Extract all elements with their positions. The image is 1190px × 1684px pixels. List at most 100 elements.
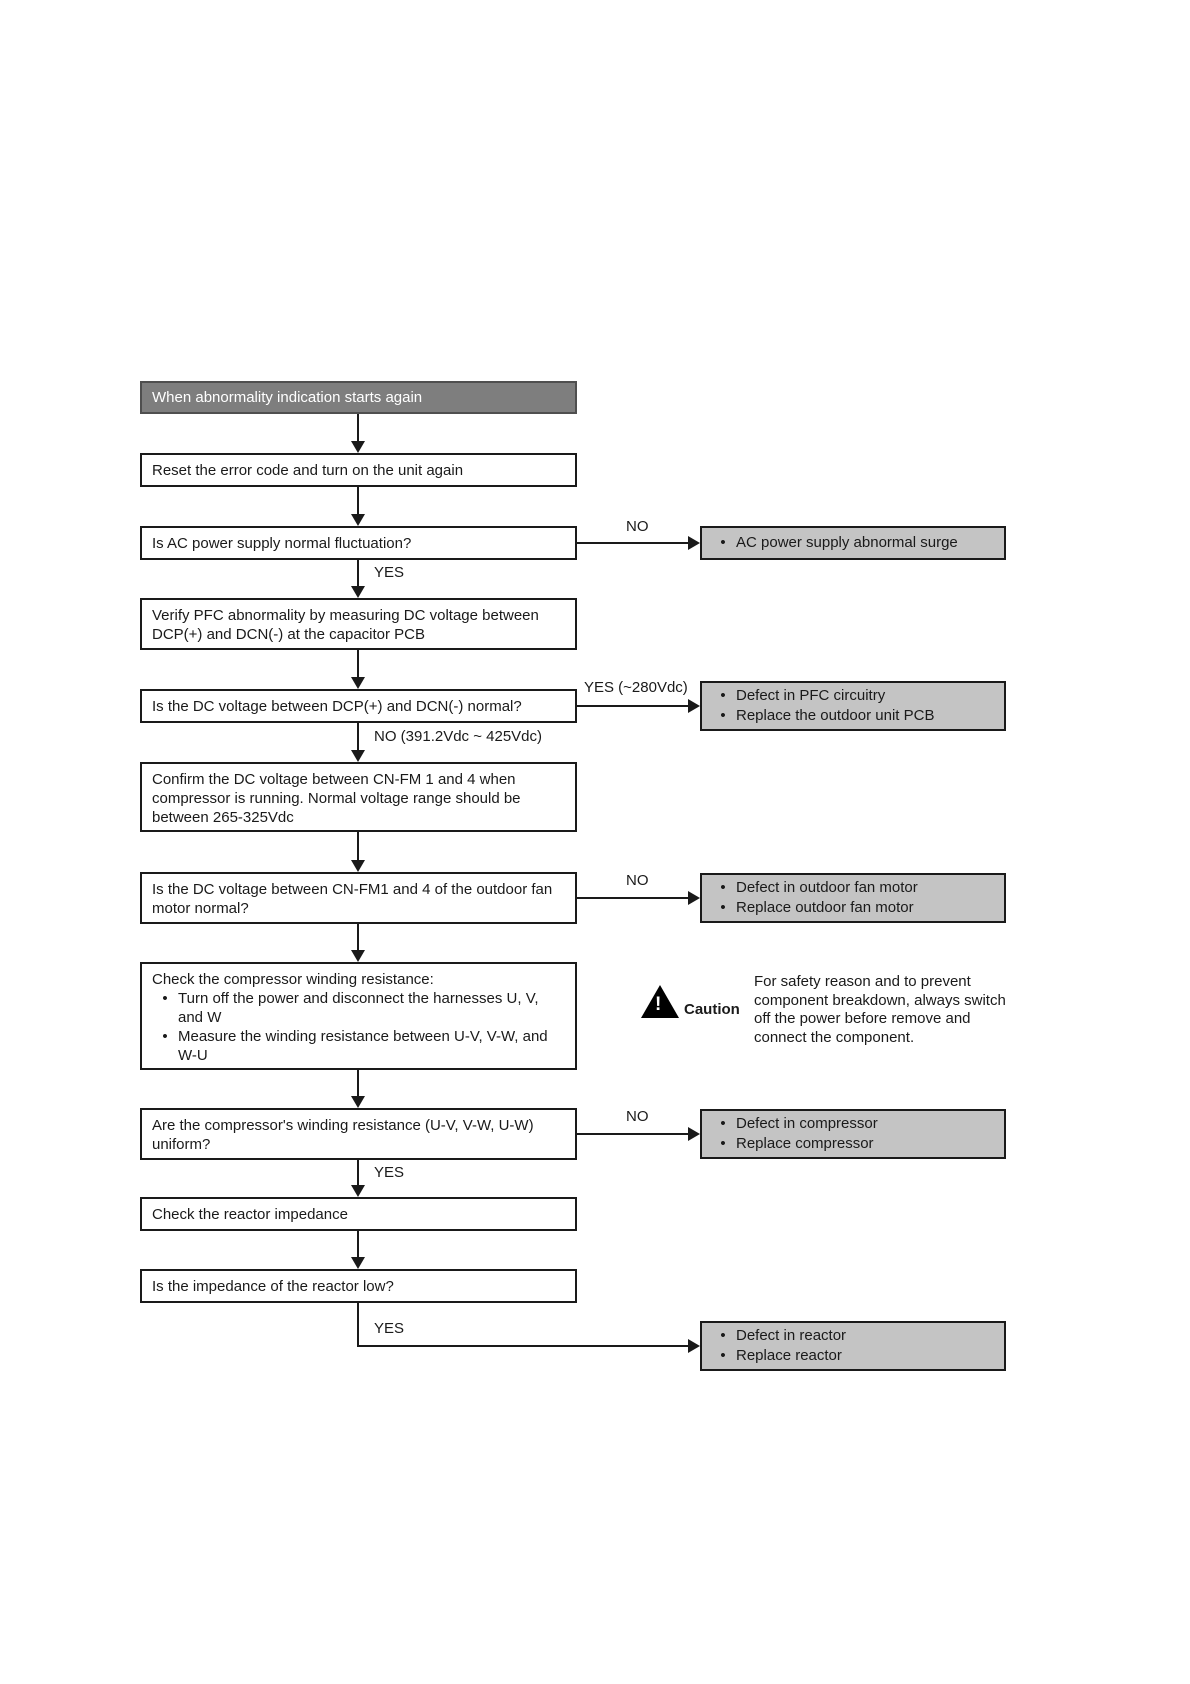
flow-line [357,487,359,514]
arrow-down-icon [351,950,365,962]
branch-label-yes: YES [374,1320,405,1337]
result-box-pfc-defect: Defect in PFC circuitry Replace the outd… [700,681,1006,731]
branch-label-yes: YES [374,564,405,581]
process-box-confirm-cnfm-label: Confirm the DC voltage between CN-FM 1 a… [152,771,521,826]
process-box-reset-label: Reset the error code and turn on the uni… [152,461,464,479]
caution-icon [641,985,681,1021]
arrow-down-icon [351,677,365,689]
result-item-label: Defect in PFC circuitry [736,687,886,704]
result-item-label: Replace reactor [736,1347,842,1364]
branch-label-no: NO [626,1108,649,1125]
flow-line [357,650,359,677]
decision-box-reactor-impedance: Is the impedance of the reactor low? [140,1269,577,1303]
bullet-icon [710,686,736,706]
winding-bullet-label: Measure the winding resistance between U… [178,1028,548,1064]
process-box-verify-pfc: Verify PFC abnormality by measuring DC v… [140,598,577,650]
flow-line [357,560,359,586]
bullet-icon [710,1114,736,1134]
branch-line [357,1345,688,1347]
bullet-icon [710,898,736,918]
result-item: Defect in PFC circuitry [710,686,996,706]
result-item: Replace compressor [710,1134,996,1154]
winding-bullet: Turn off the power and disconnect the ha… [152,989,565,1027]
flow-line [357,723,359,750]
decision-box-reactor-impedance-label: Is the impedance of the reactor low? [152,1277,394,1295]
decision-box-dcp-dcn-label: Is the DC voltage between DCP(+) and DCN… [152,697,522,715]
result-box-compressor-defect: Defect in compressor Replace compressor [700,1109,1006,1159]
branch-label-yes-280vdc: YES (~280Vdc) [584,679,688,696]
decision-box-ac-power-label: Is AC power supply normal fluctuation? [152,534,412,552]
flow-line [357,1160,359,1185]
decision-box-ac-power: Is AC power supply normal fluctuation? [140,526,577,560]
result-item: Defect in compressor [710,1114,996,1134]
bullet-icon [710,1346,736,1366]
process-box-winding-resistance: Check the compressor winding resistance:… [140,962,577,1070]
arrow-right-icon [688,699,700,713]
decision-box-fan-motor-label: Is the DC voltage between CN-FM1 and 4 o… [152,881,553,917]
arrow-down-icon [351,860,365,872]
result-item: AC power supply abnormal surge [710,533,996,553]
branch-label-yes: YES [374,1164,405,1181]
branch-line [577,897,688,899]
process-box-verify-pfc-label: Verify PFC abnormality by measuring DC v… [152,607,539,643]
result-box-reactor-defect: Defect in reactor Replace reactor [700,1321,1006,1371]
decision-box-fan-motor: Is the DC voltage between CN-FM1 and 4 o… [140,872,577,924]
result-item: Replace the outdoor unit PCB [710,706,996,726]
arrow-right-icon [688,891,700,905]
arrow-down-icon [351,441,365,453]
branch-label-no-391vdc: NO (391.2Vdc ~ 425Vdc) [374,728,543,745]
result-item-label: Replace outdoor fan motor [736,899,914,916]
arrow-down-icon [351,1185,365,1197]
flow-line [357,924,359,950]
result-item-label: Defect in compressor [736,1115,878,1132]
process-box-confirm-cnfm: Confirm the DC voltage between CN-FM 1 a… [140,762,577,832]
process-box-reset: Reset the error code and turn on the uni… [140,453,577,487]
arrow-down-icon [351,750,365,762]
bullet-icon [152,1027,178,1065]
arrow-down-icon [351,586,365,598]
winding-bullet: Measure the winding resistance between U… [152,1027,565,1065]
caution-label: Caution [684,1001,740,1018]
start-box-label: When abnormality indication starts again [152,389,423,406]
branch-line [577,705,688,707]
arrow-down-icon [351,1257,365,1269]
arrow-down-icon [351,514,365,526]
arrow-right-icon [688,1339,700,1353]
result-box-ac-surge: AC power supply abnormal surge [700,526,1006,560]
flow-line [357,1231,359,1257]
process-box-check-reactor: Check the reactor impedance [140,1197,577,1231]
branch-label-no: NO [626,872,649,889]
result-item-label: Replace compressor [736,1135,874,1152]
result-item-label: AC power supply abnormal surge [736,534,958,551]
result-item: Replace outdoor fan motor [710,898,996,918]
decision-box-winding-uniform-label: Are the compressor's winding resistance … [152,1117,534,1153]
caution-exclamation-icon [655,994,661,1016]
result-box-fan-defect: Defect in outdoor fan motor Replace outd… [700,873,1006,923]
decision-box-dcp-dcn: Is the DC voltage between DCP(+) and DCN… [140,689,577,723]
result-item: Defect in reactor [710,1326,996,1346]
flow-line [357,1303,359,1347]
result-item-label: Replace the outdoor unit PCB [736,707,935,724]
bullet-icon [710,706,736,726]
result-item-label: Defect in reactor [736,1327,847,1344]
caution-text: For safety reason and to prevent compone… [754,973,1006,1046]
result-item: Defect in outdoor fan motor [710,878,996,898]
bullet-icon [710,878,736,898]
flow-line [357,832,359,860]
start-box: When abnormality indication starts again [140,381,577,414]
bullet-icon [710,1326,736,1346]
result-item: Replace reactor [710,1346,996,1366]
arrow-right-icon [688,1127,700,1141]
arrow-down-icon [351,1096,365,1108]
winding-bullet-label: Turn off the power and disconnect the ha… [178,990,539,1026]
bullet-icon [710,1134,736,1154]
branch-line [577,1133,688,1135]
process-box-winding-title: Check the compressor winding resistance: [152,971,434,988]
bullet-icon [710,533,736,553]
bullet-icon [152,989,178,1027]
result-item-label: Defect in outdoor fan motor [736,879,918,896]
flow-line [357,1070,359,1096]
decision-box-winding-uniform: Are the compressor's winding resistance … [140,1108,577,1160]
flow-line [357,414,359,441]
